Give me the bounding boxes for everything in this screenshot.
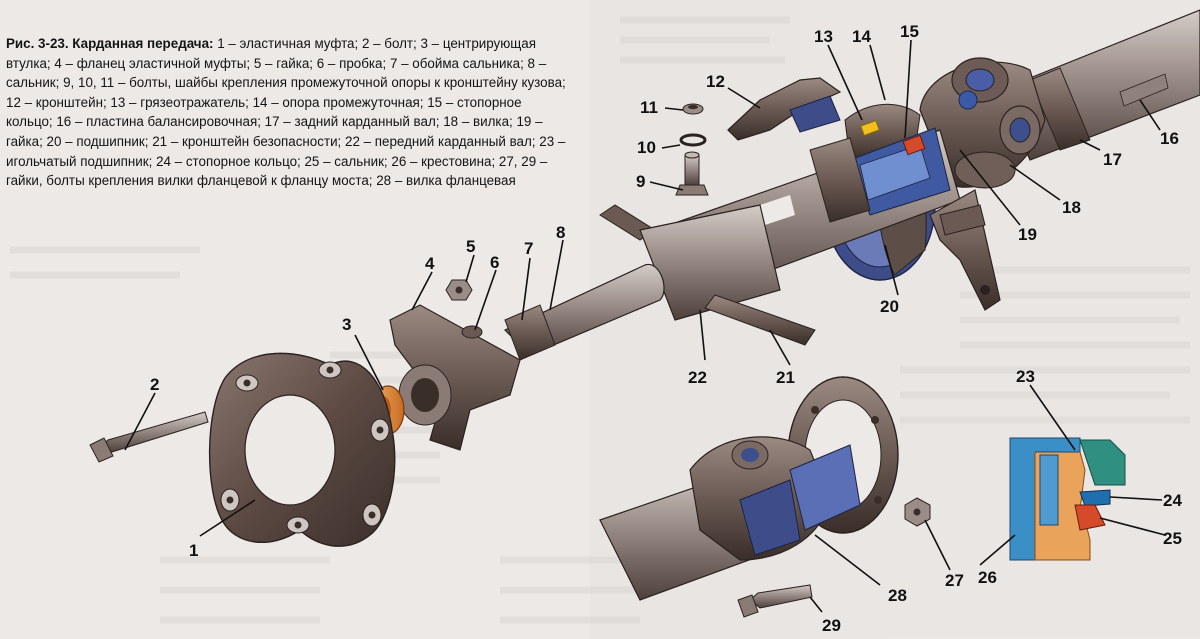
- rear-axle-flange-assembly: [599, 376, 931, 618]
- callout-9: 9: [636, 172, 645, 191]
- callout-10: 10: [637, 138, 656, 157]
- callout-15: 15: [900, 22, 919, 41]
- callout-20: 20: [880, 297, 899, 316]
- rear-cardan-shaft: [999, 9, 1200, 161]
- figure-caption: Рис. 3-23. Карданная передача: 1 – эласт…: [6, 34, 566, 191]
- callout-21: 21: [776, 368, 795, 387]
- callout-23: 23: [1016, 367, 1035, 386]
- callout-22: 22: [688, 368, 707, 387]
- coupling-bolt: [89, 411, 209, 463]
- callout-5: 5: [466, 237, 475, 256]
- safety-bracket: [704, 294, 816, 346]
- callout-16: 16: [1160, 129, 1179, 148]
- callout-numbers: 1 2 3 4 5 6 7 8 9 10 11 12 13 14 15 16 1…: [150, 22, 1182, 635]
- support-bracket-lower: [929, 189, 1001, 311]
- callout-27: 27: [945, 571, 964, 590]
- seal-cage: [504, 304, 556, 361]
- support-bracket: [727, 77, 842, 141]
- elastic-coupling: [208, 352, 396, 547]
- callout-29: 29: [822, 616, 841, 635]
- callout-6: 6: [490, 253, 499, 272]
- caption-title: Рис. 3-23. Карданная передача:: [6, 36, 214, 51]
- callout-8: 8: [556, 223, 565, 242]
- callout-1: 1: [189, 541, 198, 560]
- callout-13: 13: [814, 27, 833, 46]
- callout-24: 24: [1163, 491, 1182, 510]
- callout-25: 25: [1163, 529, 1182, 548]
- callout-26: 26: [978, 568, 997, 587]
- front-cardan-shaft: [503, 204, 816, 361]
- callout-12: 12: [706, 72, 725, 91]
- callout-14: 14: [852, 27, 871, 46]
- caption-legend: 1 – эластичная муфта; 2 – болт; 3 – цент…: [6, 36, 566, 189]
- callout-4: 4: [425, 254, 435, 273]
- needle-bearing-inset: [1009, 437, 1126, 561]
- callout-17: 17: [1103, 150, 1122, 169]
- callout-leader-lines: [124, 39, 1166, 613]
- elastic-coupling-flange: [389, 279, 521, 451]
- highlight-mark: [860, 119, 880, 137]
- bracket-fasteners: [675, 103, 709, 196]
- callout-28: 28: [888, 586, 907, 605]
- rear-yoke: [919, 57, 1046, 189]
- callout-7: 7: [524, 239, 533, 258]
- balancing-plate: [1119, 73, 1169, 107]
- callout-3: 3: [342, 315, 351, 334]
- callout-11: 11: [640, 98, 658, 117]
- callout-2: 2: [150, 375, 159, 394]
- callout-18: 18: [1062, 198, 1081, 217]
- callout-19: 19: [1018, 225, 1037, 244]
